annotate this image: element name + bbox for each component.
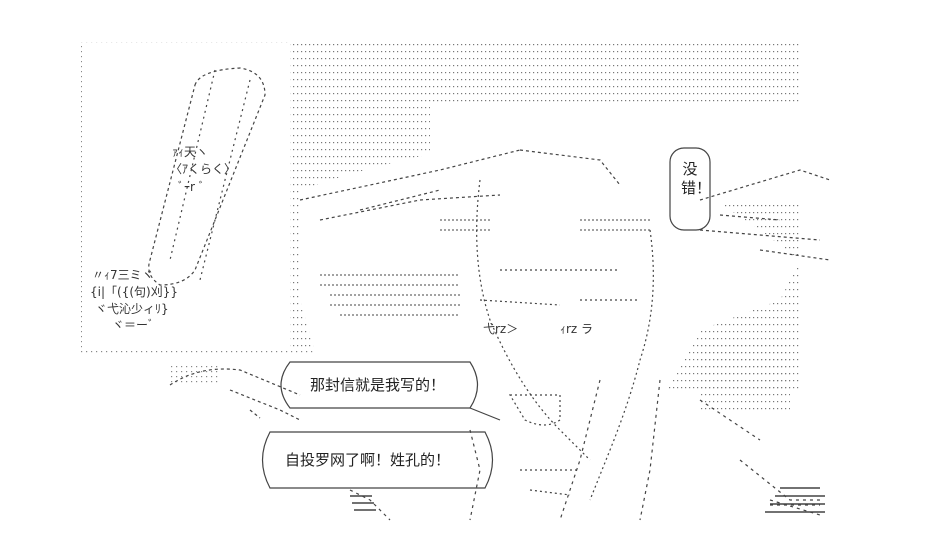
hand-text-1: 〃ｨ7三ミヾ [92,268,154,282]
speech-bubble-top-right: 没错！ [681,160,712,198]
arm-lines [169,368,301,421]
slab-outline [148,67,266,286]
hand-text-2: {i|「({(句)刈}} [90,285,178,299]
speech-bubble-outlines [261,147,711,489]
slab-text-3: ﾞｰr ﾞ [178,180,205,194]
face-outline [476,179,654,501]
speech-bubble-middle: 那封信就是我写的！ [310,375,446,395]
right-eye-text: ｨrz ラ [560,322,594,336]
slab-text-1: ｧｨ天ヽ [172,145,209,159]
hand-text-4: ヾ＝ーﾞ [112,318,155,332]
slab-text-2: 〈ｱくらく〉 [170,162,237,176]
hand-text-3: ヾ弋沁少ィﾘ} [95,302,169,316]
hair-lines [299,149,831,261]
speech-bubble-bottom: 自投罗网了啊！姓孔的！ [285,450,451,470]
left-eye-text: 弋rz＞ [483,322,519,336]
